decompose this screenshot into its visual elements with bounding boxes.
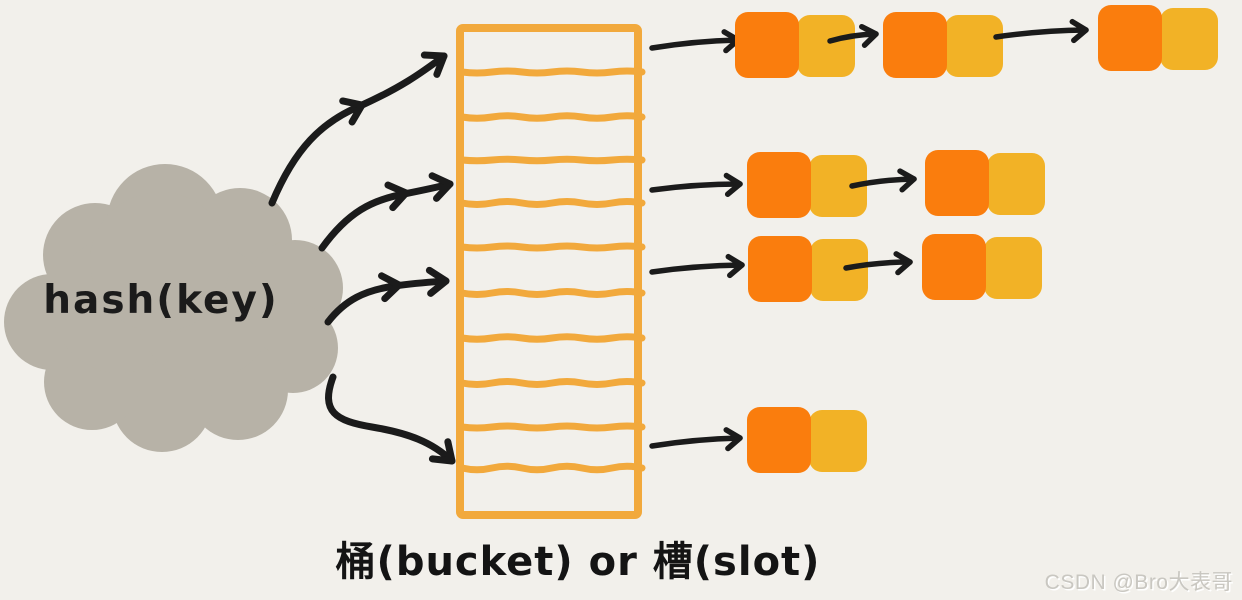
arrowhead-icon [723,172,743,197]
chain [649,5,1218,78]
hash-key-label: hash(key) [43,278,278,323]
bucket-slot-divider [458,288,646,298]
cloud-shape [90,192,230,332]
chain-node [883,12,1003,78]
node-key-cell [748,236,812,302]
chain-node [922,234,1042,300]
arrowhead-icon [858,23,879,48]
chains-group [649,5,1218,473]
bucket-slot-divider [458,155,646,165]
arrowhead-icon [723,427,743,452]
hash-arrow [324,266,450,326]
chain-arrow [843,251,913,276]
node-key-cell [747,407,811,473]
bucket-slot-divider [458,67,646,77]
arrowhead-icon [893,251,913,276]
chain-arrow-line [649,181,743,193]
chain-node [748,236,868,302]
arrowhead-icon [897,168,917,193]
chain-node [925,150,1045,216]
chain [649,407,867,473]
hash-arrow [318,172,454,252]
chain-node [1098,5,1218,71]
chain-arrow [849,168,917,193]
arrowhead-icon [428,438,456,465]
watermark: CSDN @Bro大表哥 [1045,571,1233,594]
node-pointer-cell [797,15,855,77]
arrowhead-icon [420,51,448,78]
node-key-cell [925,150,989,216]
hash-arrows-group [268,51,456,465]
chain-arrow-line [649,262,745,275]
hash-arrow [268,51,448,207]
bucket-caption: 桶(bucket) or 槽(slot) [336,539,821,585]
node-key-cell [883,12,947,78]
chain-arrow [993,18,1089,44]
chain-arrow-line [993,27,1089,40]
chain [649,234,1042,302]
node-key-cell [735,12,799,78]
bucket-slot-divider [458,242,646,252]
bucket-slot-divider [458,422,646,432]
arrowhead-icon [425,266,450,297]
chain-arrow-line [649,37,741,51]
node-pointer-cell [810,239,868,301]
chain-arrow-line [649,435,743,449]
chain-arrow [649,253,745,279]
arrowhead-icon [384,181,410,212]
node-pointer-cell [945,15,1003,77]
hash-arrow [325,373,456,465]
watermark-shadow: CSDN @Bro大表哥 [1046,573,1234,596]
arrowhead-icon [725,253,745,279]
bucket-slot-divider [458,333,646,343]
node-key-cell [747,152,811,218]
arrowhead-icon [339,97,366,126]
node-key-cell [1098,5,1162,71]
chain-arrow [649,172,743,197]
node-pointer-cell [1160,8,1218,70]
hash-cloud [4,164,343,452]
node-pointer-cell [809,410,867,472]
chain-arrow [827,23,879,48]
chain-node [747,152,867,218]
chain-node [747,407,867,473]
hash-arrow-line [325,373,456,465]
arrowhead-icon [378,272,403,303]
node-pointer-cell [987,153,1045,215]
node-pointer-cell [809,155,867,217]
bucket-slot-divider [458,378,646,388]
chain-arrow [649,427,743,452]
node-pointer-cell [984,237,1042,299]
arrowhead-icon [428,172,454,202]
arrowhead-icon [1069,18,1089,44]
bucket-array [456,24,646,519]
chain-arrow-line [843,259,913,271]
bucket-slot-divider [458,462,646,474]
bucket-slot-divider [458,112,646,122]
bucket-slot-divider [458,198,646,208]
bucket-frame [456,24,642,519]
chain-node [735,12,855,78]
chain [649,150,1045,218]
node-key-cell [922,234,986,300]
